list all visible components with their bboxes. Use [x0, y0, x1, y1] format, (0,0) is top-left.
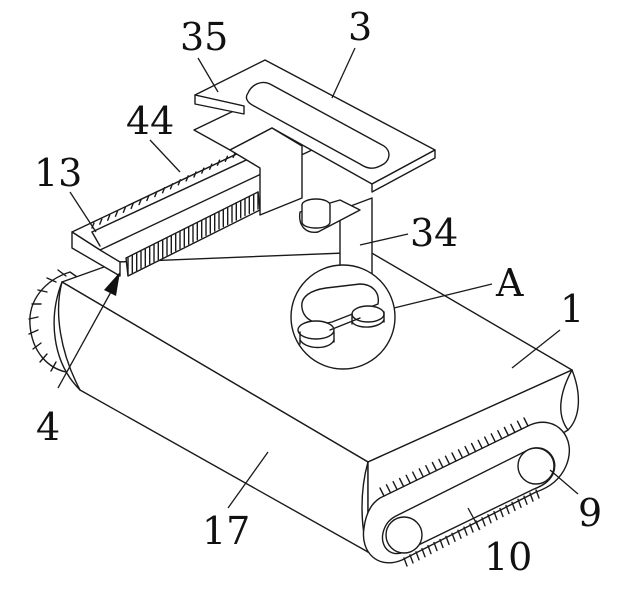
label-10: 10 — [484, 535, 532, 579]
label-34: 34 — [410, 211, 458, 255]
front-right-track — [362, 417, 571, 567]
leader-lines — [69, 47, 579, 531]
label-3: 3 — [348, 5, 372, 49]
t-bracket — [193, 59, 436, 216]
label-1: 1 — [560, 287, 584, 331]
detail-circle-a — [290, 264, 396, 370]
label-35: 35 — [180, 15, 228, 59]
label-17: 17 — [202, 509, 250, 553]
label-4: 4 — [36, 405, 60, 449]
label-13: 13 — [34, 151, 82, 195]
label-9: 9 — [578, 491, 602, 535]
label-a: A — [495, 261, 524, 305]
arrow-4 — [57, 272, 120, 389]
label-44: 44 — [126, 99, 174, 143]
